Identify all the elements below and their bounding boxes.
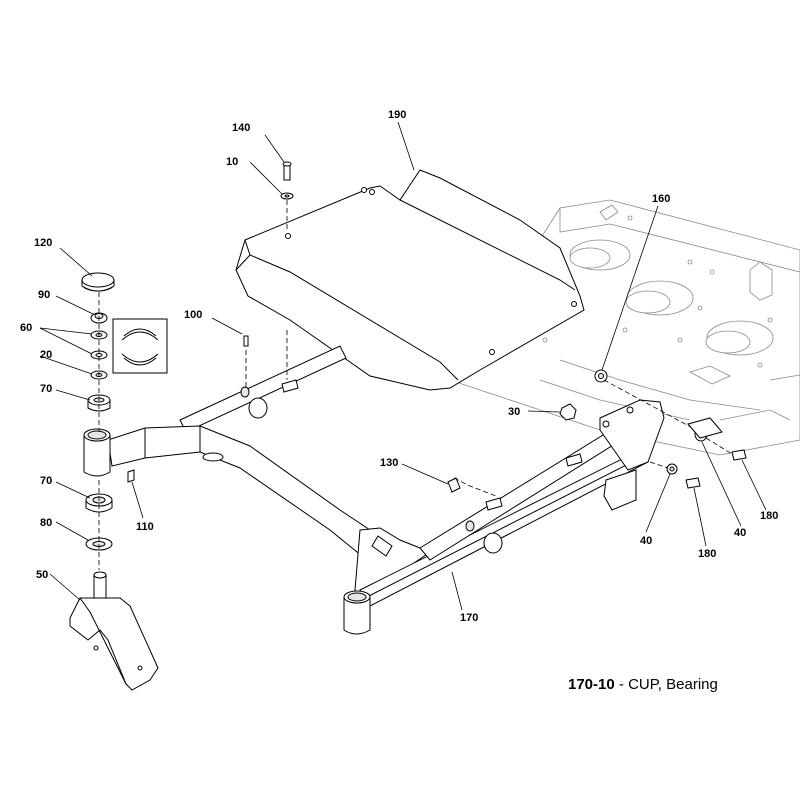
callout-100: 100 (184, 309, 202, 321)
caption-part-code: 170-10 (568, 676, 615, 693)
callout-10: 10 (226, 156, 238, 168)
hardware (243, 161, 747, 497)
callout-180-left: 180 (698, 548, 716, 560)
callout-110: 110 (136, 521, 154, 533)
callout-90: 90 (38, 289, 50, 301)
seal-detail-inset (112, 318, 168, 374)
leader-lines (39, 121, 767, 611)
callouts: 140 10 190 160 120 90 60 100 20 70 30 13… (20, 109, 778, 624)
callout-160: 160 (652, 193, 670, 205)
callout-30: 30 (508, 406, 520, 418)
callout-20: 20 (40, 349, 52, 361)
callout-40-left: 40 (640, 535, 652, 547)
cover-plate (235, 169, 585, 391)
front-axle-frame (83, 345, 665, 635)
callout-120: 120 (34, 237, 52, 249)
callout-190: 190 (388, 109, 406, 121)
callout-170: 170 (460, 612, 478, 624)
part-caption: 170-10 - CUP, Bearing (568, 676, 718, 693)
caster-assembly (69, 272, 159, 691)
callout-60: 60 (20, 322, 32, 334)
callout-50: 50 (36, 569, 48, 581)
callout-80: 80 (40, 517, 52, 529)
callout-70-upper: 70 (40, 383, 52, 395)
callout-40-right: 40 (734, 527, 746, 539)
caption-separator: - (614, 676, 629, 693)
callout-140: 140 (232, 122, 250, 134)
callout-130: 130 (380, 457, 398, 469)
callout-180-right: 180 (760, 510, 778, 522)
callout-70-lower: 70 (40, 475, 52, 487)
caption-part-description: CUP, Bearing (628, 676, 718, 693)
